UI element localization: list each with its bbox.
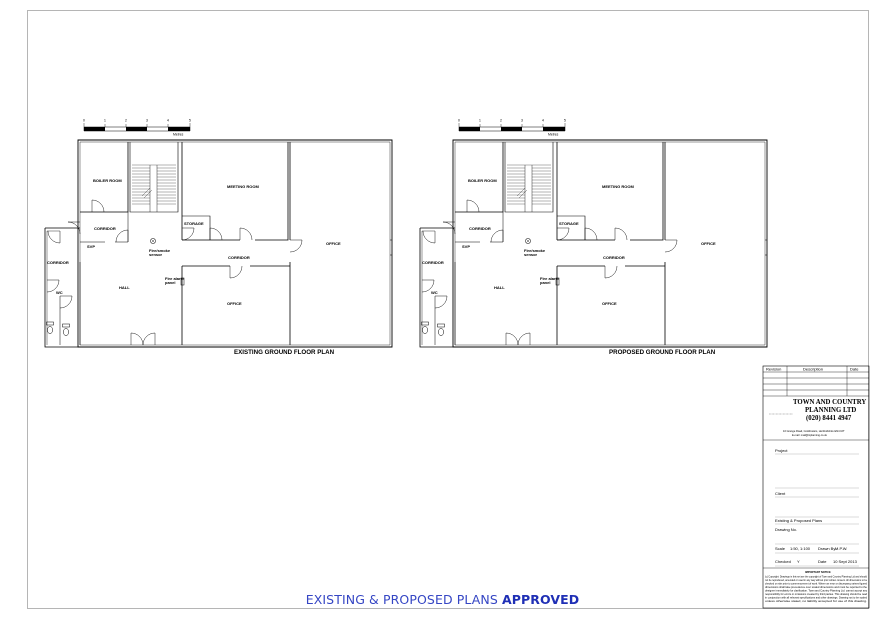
checked-value: Y bbox=[797, 559, 800, 564]
date-value: 10 Sept 2013 bbox=[833, 559, 858, 564]
room-corridor-left: CORRIDOR bbox=[94, 226, 116, 231]
company-phone: (020) 8441 4947 bbox=[806, 415, 852, 422]
svg-text:4: 4 bbox=[167, 119, 169, 123]
svg-text:Metres: Metres bbox=[173, 133, 184, 137]
svg-text:3: 3 bbox=[521, 119, 523, 123]
title-block: Revision Description Date TOWN AND COUNT… bbox=[762, 365, 870, 609]
svg-text:unless otherwise stated, no li: unless otherwise stated, no liability ac… bbox=[765, 600, 867, 603]
svg-text:1: 1 bbox=[104, 119, 106, 123]
svg-text:3: 3 bbox=[146, 119, 148, 123]
sheet-border bbox=[27, 10, 869, 609]
svg-text:dimensions shall take preceden: dimensions shall take precedence over sc… bbox=[765, 586, 868, 589]
room-corridor-mid: CORRIDOR bbox=[228, 255, 250, 260]
scale-label: Scale bbox=[775, 546, 786, 551]
fire-smoke-label: Fire/smoke bbox=[524, 248, 546, 253]
company-email: E-mail: mail@tcplanning.co.uk bbox=[792, 433, 828, 437]
drawn-by-value: M.P.W. bbox=[835, 546, 847, 551]
room-corridor-outer: CORRIDOR bbox=[422, 260, 444, 265]
important-notice-heading: IMPORTANT NOTICE bbox=[805, 570, 831, 574]
fire-alarm-label: Fire alarm bbox=[165, 276, 185, 281]
room-corridor-outer: CORRIDOR bbox=[47, 260, 69, 265]
important-notice-text: (c) Copyright: Drawings in this set are … bbox=[765, 576, 868, 604]
approval-banner: EXISTING & PROPOSED PLANS APPROVED bbox=[0, 592, 885, 607]
room-wc: WC bbox=[56, 290, 63, 295]
existing-plan-title: EXISTING GROUND FLOOR PLAN bbox=[234, 349, 335, 356]
svg-text:checked on site prior to comme: checked on site prior to commencement of… bbox=[765, 583, 868, 586]
room-meeting: MEETING ROOM bbox=[227, 184, 259, 189]
room-boiler: BOILER ROOM bbox=[93, 178, 122, 183]
checked-label: Checked bbox=[775, 559, 791, 564]
svg-text:responsibility for errors or o: responsibility for errors or omissions c… bbox=[765, 593, 868, 596]
room-meeting: MEETING ROOM bbox=[602, 184, 634, 189]
room-storage: STORAGE bbox=[559, 221, 579, 226]
svg-text:2: 2 bbox=[125, 119, 127, 123]
banner-approved: APPROVED bbox=[501, 592, 580, 607]
fire-smoke-label: Fire/smoke bbox=[149, 248, 171, 253]
proposed-plan-title: PROPOSED GROUND FLOOR PLAN bbox=[609, 349, 716, 356]
room-corridor-left: CORRIDOR bbox=[469, 226, 491, 231]
rev-header-description: Description bbox=[803, 367, 823, 372]
date-label: Date bbox=[818, 559, 827, 564]
fire-alarm-label-2: panel bbox=[165, 280, 175, 285]
project-label: Project bbox=[775, 448, 788, 453]
company-name-line2: PLANNING LTD bbox=[805, 407, 856, 414]
fire-smoke-label-2: sensor bbox=[149, 252, 163, 257]
company-address: 10 Grange Road, Cockfosters, Hertfordshi… bbox=[783, 429, 845, 433]
fire-smoke-label-2: sensor bbox=[524, 252, 538, 257]
rev-header-date: Date bbox=[850, 367, 859, 372]
room-storage: STORAGE bbox=[184, 221, 204, 226]
room-office-right: OFFICE bbox=[326, 241, 341, 246]
room-hall: HALL bbox=[494, 285, 505, 290]
fire-alarm-label-2: panel bbox=[540, 280, 550, 285]
scale-value: 1:50, 1:100 bbox=[790, 546, 811, 551]
drawn-by-label: Drawn By: bbox=[818, 546, 836, 551]
room-office-bottom: OFFICE bbox=[227, 301, 242, 306]
banner-text: EXISTING & PROPOSED PLANS bbox=[305, 592, 502, 607]
room-office-bottom: OFFICE bbox=[602, 301, 617, 306]
svg-text:0: 0 bbox=[458, 119, 460, 123]
svg-text:5: 5 bbox=[564, 119, 566, 123]
existing-floor-plan: BOILER ROOM MEETING ROOM STORAGE CORRIDO… bbox=[44, 119, 393, 356]
svg-text:designer immediately for clari: designer immediately for clarification. … bbox=[765, 590, 868, 593]
proposed-floor-plan: BOILER ROOM MEETING ROOM STORAGE CORRIDO… bbox=[419, 119, 768, 356]
svg-text:Metres: Metres bbox=[548, 133, 559, 137]
fire-alarm-label: Fire alarm bbox=[540, 276, 560, 281]
room-corridor-mid: CORRIDOR bbox=[603, 255, 625, 260]
svg-text:not be reproduced, amended or: not be reproduced, amended or used in an… bbox=[765, 579, 868, 582]
room-office-right: OFFICE bbox=[701, 241, 716, 246]
svg-text:1: 1 bbox=[479, 119, 481, 123]
svg-text:5: 5 bbox=[189, 119, 191, 123]
svg-text:(c) Copyright: Drawings in thi: (c) Copyright: Drawings in this set are … bbox=[765, 576, 868, 579]
drawing-title: Existing & Proposed Plans bbox=[775, 518, 822, 523]
scale-ticks: 0 1 2 3 4 5 Metres bbox=[83, 119, 191, 137]
svp-label: SVP bbox=[462, 244, 470, 249]
company-name-line1: TOWN AND COUNTRY bbox=[793, 399, 866, 406]
svg-text:4: 4 bbox=[542, 119, 544, 123]
client-label: Client bbox=[775, 491, 786, 496]
drawing-no-label: Drawing No. bbox=[775, 527, 797, 532]
svp-label: SVP bbox=[87, 244, 95, 249]
svg-text:2: 2 bbox=[500, 119, 502, 123]
room-hall: HALL bbox=[119, 285, 130, 290]
svg-text:in conjunction with all releva: in conjunction with all relevant specifi… bbox=[765, 597, 868, 600]
svg-text:0: 0 bbox=[83, 119, 85, 123]
room-boiler: BOILER ROOM bbox=[468, 178, 497, 183]
rev-header-revision: Revision bbox=[766, 367, 781, 372]
scale-ticks: 0 1 2 3 4 5 Metres bbox=[458, 119, 566, 137]
room-wc: WC bbox=[431, 290, 438, 295]
